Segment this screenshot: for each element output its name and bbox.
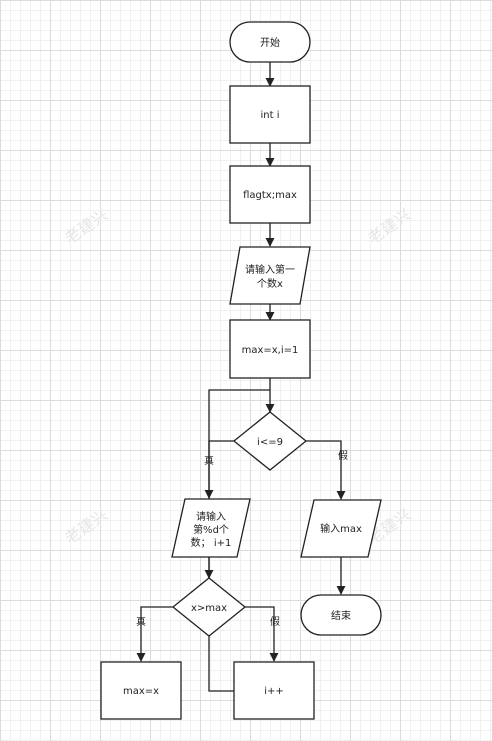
decision-shape	[171, 577, 247, 637]
watermark-text: 老建兴	[364, 205, 414, 248]
terminator-shape	[229, 21, 311, 63]
process-shape	[233, 661, 315, 720]
io-shape	[229, 246, 311, 305]
edge-labels: 真 假 真 假	[136, 449, 348, 628]
node-declare-flag-label: flagtx;max	[243, 190, 297, 201]
process-shape	[229, 319, 311, 379]
node-start: 开始	[229, 21, 311, 63]
node-output-max-label: 输入max	[320, 522, 362, 535]
node-declare-i: int i	[229, 85, 311, 144]
io-shape	[300, 499, 382, 558]
edge-xmax-false	[245, 606, 279, 662]
edge-condition-true	[204, 440, 234, 499]
node-condition-x-label: x>max	[191, 603, 227, 614]
node-increment: i++	[233, 661, 315, 720]
node-start-label: 开始	[260, 36, 280, 49]
edges	[136, 62, 346, 692]
node-increment-label: i++	[264, 686, 284, 697]
label-false-1: 假	[338, 449, 348, 462]
node-declare-flag: flagtx;max	[229, 165, 311, 224]
node-condition-i-label: i<=9	[257, 437, 283, 448]
label-true-2: 真	[136, 615, 146, 628]
node-assign-label: max=x,i=1	[242, 345, 299, 356]
process-shape	[229, 165, 311, 224]
node-condition-x: x>max	[171, 577, 247, 637]
node-condition-i: i<=9	[232, 411, 308, 471]
edge-condition-false	[306, 440, 346, 500]
edge-xmax-true	[136, 606, 173, 662]
node-input-nth-line1: 请输入	[196, 510, 226, 523]
node-output-max: 输入max	[300, 499, 382, 558]
node-input-nth-line3: 数； i+1	[191, 536, 232, 549]
io-shape	[171, 498, 251, 558]
node-input-first: 请输入第一 个数x	[229, 246, 311, 305]
process-shape	[229, 85, 311, 144]
terminator-shape	[300, 594, 382, 636]
process-shape	[100, 661, 182, 720]
decision-shape	[232, 411, 308, 471]
label-true-1: 真	[204, 454, 214, 467]
watermark-text: 老建兴	[61, 505, 111, 548]
label-false-2: 假	[270, 615, 280, 628]
node-assign: max=x,i=1	[229, 319, 311, 379]
node-input-first-line1: 请输入第一	[245, 263, 295, 276]
node-set-max: max=x	[100, 661, 182, 720]
node-end-label: 结束	[331, 609, 351, 622]
node-input-nth-line2: 第%d个	[193, 523, 229, 536]
node-end: 结束	[300, 594, 382, 636]
node-input-nth: 请输入 第%d个 数； i+1	[171, 498, 251, 558]
node-input-first-line2: 个数x	[257, 277, 283, 290]
node-set-max-label: max=x	[123, 686, 159, 697]
node-declare-i-label: int i	[261, 110, 280, 121]
watermark-text: 老建兴	[61, 205, 111, 248]
